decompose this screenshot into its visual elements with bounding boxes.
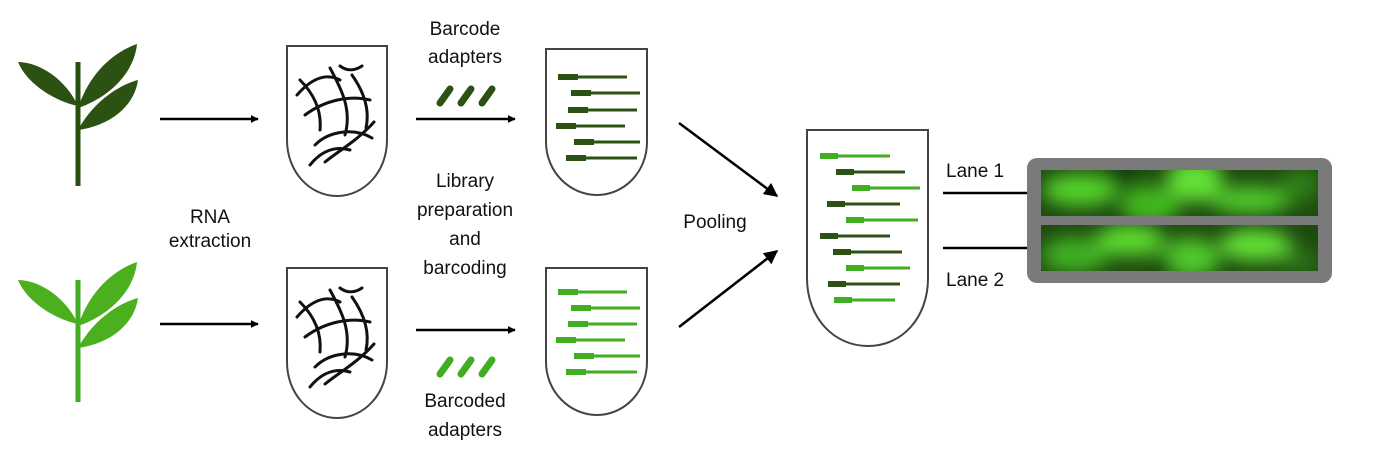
library-prep-label-line4: barcoding bbox=[423, 258, 506, 279]
lane-2-image bbox=[1041, 225, 1318, 271]
library-tube-top bbox=[545, 48, 648, 197]
adapter-icon bbox=[436, 85, 496, 107]
library-prep-label-line3: and bbox=[449, 229, 481, 250]
adapter-icon bbox=[436, 356, 496, 378]
dark-plant-icon bbox=[18, 44, 138, 186]
rna-extraction-label-line1: RNA bbox=[190, 207, 230, 228]
lane-1-label: Lane 1 bbox=[946, 161, 1004, 182]
rna-tube-bottom bbox=[286, 267, 388, 420]
lane-1-image bbox=[1041, 170, 1318, 216]
pooled-tube bbox=[806, 129, 929, 348]
arrow-pool-2 bbox=[678, 250, 779, 328]
barcoded-adapters-label-line2: adapters bbox=[428, 420, 502, 441]
barcoded-adapters-label-line1: Barcoded bbox=[424, 391, 505, 412]
light-plant-icon bbox=[18, 262, 138, 402]
barcode-adapters-label-line2: adapters bbox=[428, 47, 502, 68]
pooling-label: Pooling bbox=[683, 212, 746, 233]
library-tube-bottom bbox=[545, 267, 648, 417]
lane-2-label: Lane 2 bbox=[946, 270, 1004, 291]
rna-tube-top bbox=[286, 45, 388, 198]
flow-cell-icon bbox=[1027, 158, 1332, 283]
library-prep-label-line1: Library bbox=[436, 171, 495, 192]
library-prep-label-line2: preparation bbox=[417, 200, 513, 221]
arrow-pool-1 bbox=[678, 121, 779, 198]
barcode-adapters-label-line1: Barcode bbox=[430, 19, 501, 40]
rna-extraction-label-line2: extraction bbox=[169, 231, 251, 252]
